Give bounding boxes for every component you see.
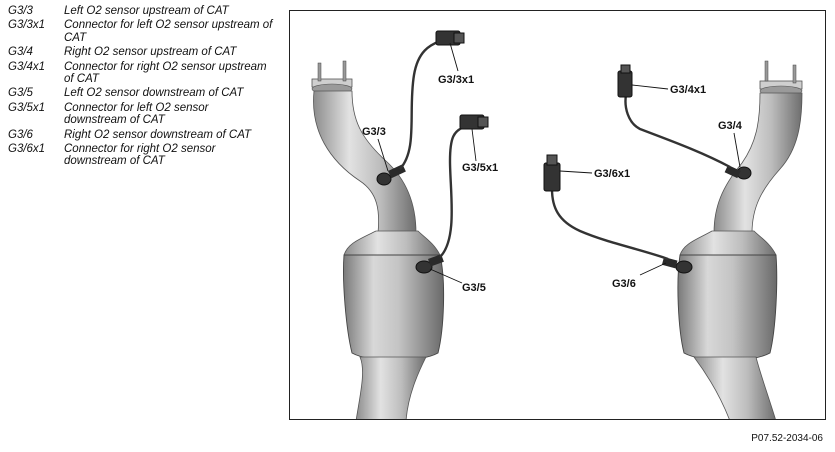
legend-item: G3/5x1 Connector for left O2 sensor down… bbox=[8, 102, 273, 127]
legend-desc: Right O2 sensor downstream of CAT bbox=[64, 128, 252, 141]
legend-item: G3/6 Right O2 sensor downstream of CAT bbox=[8, 129, 273, 141]
cable-g3-5 bbox=[439, 125, 465, 258]
leader-g3-3x1 bbox=[449, 42, 459, 72]
sensor-g3-5 bbox=[415, 254, 444, 274]
legend-desc: Connector for left O2 sensor downstream … bbox=[64, 101, 209, 127]
connector-g3-4x1 bbox=[617, 64, 633, 98]
cable-g3-3 bbox=[399, 39, 441, 170]
legend-desc: Connector for left O2 sensor upstream of… bbox=[64, 19, 273, 44]
left-lower-pipe bbox=[355, 356, 427, 419]
right-cone bbox=[679, 230, 777, 256]
legend: G3/3 Left O2 sensor upstream of CAT G3/3… bbox=[8, 5, 273, 170]
legend-code: G3/4 bbox=[8, 46, 33, 59]
legend-code: G3/3 bbox=[8, 5, 33, 17]
leader-g3-4x1 bbox=[631, 84, 669, 90]
callout-leaders bbox=[377, 42, 741, 284]
left-exhaust-assembly bbox=[311, 30, 489, 419]
sensor-g3-4 bbox=[724, 164, 752, 180]
right-lower-pipe bbox=[693, 356, 776, 419]
callout-g3-6: G3/6 bbox=[612, 278, 636, 290]
legend-desc: Connector for right O2 sensor downstream… bbox=[64, 143, 216, 168]
callout-g3-5: G3/5 bbox=[462, 282, 486, 294]
legend-desc: Left O2 sensor downstream of CAT bbox=[64, 87, 244, 100]
callout-g3-6x1: G3/6x1 bbox=[594, 168, 630, 180]
legend-item: G3/3x1 Connector for left O2 sensor upst… bbox=[8, 19, 273, 44]
cable-g3-6 bbox=[550, 188, 669, 261]
legend-item: G3/5 Left O2 sensor downstream of CAT bbox=[8, 87, 273, 99]
right-exhaust-assembly bbox=[543, 60, 803, 419]
legend-code: G3/3x1 bbox=[8, 19, 46, 32]
legend-code: G3/4x1 bbox=[8, 60, 46, 73]
legend-item: G3/4x1 Connector for right O2 sensor ups… bbox=[8, 61, 273, 86]
leader-g3-5x1 bbox=[471, 128, 477, 162]
leader-g3-6x1 bbox=[559, 170, 593, 174]
legend-code: G3/5 bbox=[8, 87, 33, 100]
legend-code: G3/5x1 bbox=[8, 101, 46, 114]
connector-g3-5x1 bbox=[459, 114, 489, 130]
callout-g3-4x1: G3/4x1 bbox=[670, 84, 706, 96]
connector-g3-3x1 bbox=[435, 30, 465, 46]
right-flange bbox=[759, 60, 803, 97]
reference-code: P07.52-2034-06 bbox=[751, 433, 823, 444]
leader-g3-5 bbox=[429, 268, 463, 284]
legend-desc: Connector for right O2 sensor upstream o… bbox=[64, 60, 267, 86]
legend-code: G3/6 bbox=[8, 128, 33, 141]
legend-desc: Right O2 sensor upstream of CAT bbox=[64, 46, 237, 59]
callout-g3-5x1: G3/5x1 bbox=[462, 162, 498, 174]
legend-item: G3/6x1 Connector for right O2 sensor dow… bbox=[8, 143, 273, 168]
right-upper-pipe bbox=[713, 92, 803, 234]
sensor-g3-6 bbox=[661, 257, 693, 274]
legend-code: G3/6x1 bbox=[8, 143, 46, 156]
leader-g3-4 bbox=[733, 132, 741, 168]
callout-g3-3x1: G3/3x1 bbox=[438, 74, 474, 86]
connector-g3-6x1 bbox=[543, 154, 561, 192]
legend-desc: Left O2 sensor upstream of CAT bbox=[64, 5, 229, 17]
leader-g3-6 bbox=[639, 262, 667, 276]
left-flange bbox=[311, 60, 353, 95]
callout-g3-3: G3/3 bbox=[362, 126, 386, 138]
left-cone bbox=[343, 230, 441, 256]
legend-item: G3/3 Left O2 sensor upstream of CAT bbox=[8, 5, 273, 17]
cable-g3-4 bbox=[624, 94, 731, 169]
exhaust-diagram: G3/3x1 G3/3 G3/5x1 G3/5 G3/4x1 G3/4 G3/6… bbox=[311, 30, 803, 419]
left-upper-pipe bbox=[313, 90, 417, 234]
callout-g3-4: G3/4 bbox=[718, 120, 743, 132]
leader-g3-3 bbox=[377, 138, 389, 172]
legend-item: G3/4 Right O2 sensor upstream of CAT bbox=[8, 46, 273, 58]
exhaust-diagram-frame: G3/3x1 G3/3 G3/5x1 G3/5 G3/4x1 G3/4 G3/6… bbox=[289, 10, 826, 420]
right-catalytic-converter bbox=[677, 254, 778, 361]
